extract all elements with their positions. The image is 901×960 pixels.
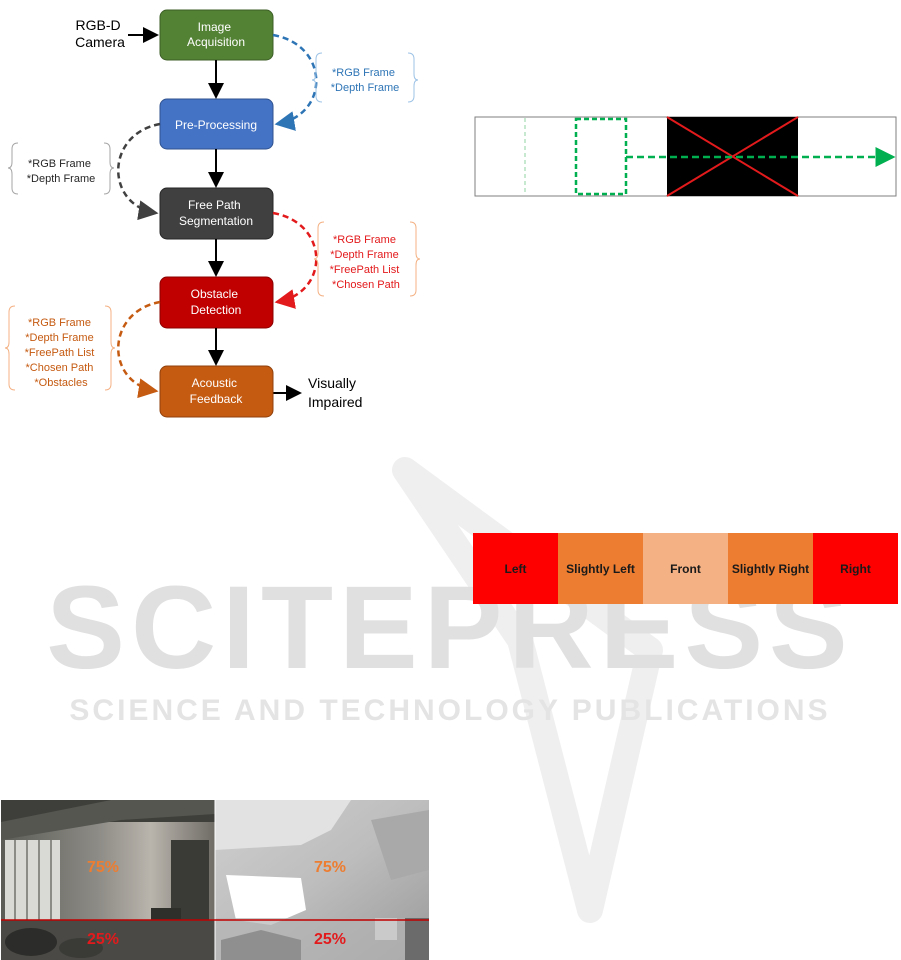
stage-label: Feedback (190, 392, 244, 406)
svg-text:*RGB Frame *Depth Frame: *RGB Frame *Depth Frame (27, 158, 95, 185)
svg-text:Pre-Processing: Pre-Processing (175, 118, 257, 132)
brace (103, 142, 115, 195)
svg-text:Image Acquisition: Image Acquisition (187, 20, 245, 49)
svg-text:Acoustic Feedback: Acoustic Feedback (190, 376, 244, 406)
zone-label: Right (840, 561, 871, 576)
stage-image-acquisition: Image Acquisition (159, 9, 274, 61)
annotation-detection-output: *RGB Frame *Depth Frame *FreePath List *… (4, 305, 116, 391)
zone-label: Slightly Right (731, 561, 810, 576)
zone-front: Front (643, 533, 728, 604)
annotation-item: *RGB Frame (28, 158, 91, 170)
sliding-window-diagram (474, 116, 897, 197)
stage-label: Detection (191, 303, 242, 317)
brace (104, 305, 116, 391)
input-label-line1: RGB-D (75, 17, 120, 33)
brace (313, 221, 325, 297)
stage-label: Acquisition (187, 35, 245, 49)
stage-free-path-segmentation: Free Path Segmentation (159, 187, 274, 240)
stage-obstacle-detection: Obstacle Detection (159, 276, 274, 329)
annotation-item: *RGB Frame (333, 234, 396, 246)
pipeline-flowchart: RGB-D Camera Visually Impaired Image Acq… (4, 9, 421, 418)
annotation-item: *RGB Frame (332, 67, 395, 79)
stage-acoustic-feedback: Acoustic Feedback (159, 365, 274, 418)
svg-text:*RGB Frame *Depth Frame: *RGB Frame *Depth Frame (331, 67, 399, 94)
zone-label: Front (670, 561, 701, 576)
brace (311, 52, 323, 103)
obstacle-cross (666, 116, 799, 197)
output-label-line2: Impaired (308, 394, 362, 410)
watermark-sub: SCIENCE AND TECHNOLOGY PUBLICATIONS (69, 694, 830, 727)
output-label: Visually Impaired (308, 375, 362, 410)
annotation-segmentation-output: *RGB Frame *Depth Frame *FreePath List *… (313, 221, 421, 297)
direction-zones: Left Slightly Left Front Slightly Right … (473, 533, 898, 604)
stage-label: Image (198, 20, 232, 34)
zone-right: Right (813, 533, 898, 604)
annotation-preprocessing-output: *RGB Frame *Depth Frame (7, 142, 115, 195)
stage-label: Obstacle (191, 287, 239, 301)
depth-frame (215, 800, 429, 960)
brace (7, 142, 19, 195)
annotation-item: *Depth Frame (27, 173, 95, 185)
dataflow-arc (272, 211, 318, 309)
brace (4, 305, 16, 391)
brace (409, 221, 421, 297)
stage-box (159, 365, 274, 418)
input-label-line2: Camera (75, 34, 125, 50)
zone-slightly-left: Slightly Left (558, 533, 643, 604)
annotation-acquisition-output: *RGB Frame *Depth Frame (311, 52, 419, 103)
dataflow-arc (272, 33, 318, 131)
brace (407, 52, 419, 103)
annotation-item: *Chosen Path (26, 362, 94, 374)
zone-slightly-right: Slightly Right (728, 533, 813, 604)
svg-text:Obstacle Detection: Obstacle Detection (191, 287, 242, 317)
annotation-item: *FreePath List (330, 264, 400, 276)
frame-images: 75% 75% 25% 25% (1, 800, 429, 960)
dataflow-arc (117, 122, 161, 221)
zone-label: Slightly Left (566, 561, 635, 576)
stage-pre-processing: Pre-Processing (159, 98, 274, 150)
stage-label: Segmentation (179, 214, 253, 228)
upper-pct-rgb: 75% (87, 859, 119, 876)
annotation-item: *Obstacles (34, 377, 88, 389)
annotation-item: *Chosen Path (332, 279, 400, 291)
annotation-item: *FreePath List (25, 347, 95, 359)
annotation-item: *Depth Frame (331, 82, 399, 94)
output-label-line1: Visually (308, 375, 356, 391)
svg-text:*RGB Frame *Depth Frame: *RGB Frame *Depth Frame *FreePath List *… (330, 234, 403, 291)
annotation-item: *RGB Frame (28, 317, 91, 329)
zone-left: Left (473, 533, 558, 604)
lower-pct-rgb: 25% (87, 931, 119, 948)
stage-label: Pre-Processing (175, 118, 257, 132)
zone-label: Left (504, 561, 527, 576)
sliding-window (574, 117, 628, 196)
upper-pct-depth: 75% (314, 859, 346, 876)
annotation-item: *Depth Frame (25, 332, 93, 344)
lower-pct-depth: 25% (314, 931, 346, 948)
frame-split-figure: 75% 75% 25% 25% (1, 800, 429, 960)
rgb-frame (1, 800, 215, 960)
stage-label: Acoustic (192, 376, 237, 390)
annotation-item: *Depth Frame (330, 249, 398, 261)
svg-text:Free Path Segmentation: Free Path Segmentation (179, 198, 253, 228)
dataflow-arc (117, 300, 161, 399)
input-label: RGB-D Camera (75, 17, 125, 50)
stage-label: Free Path (188, 198, 241, 212)
svg-text:*RGB Frame *Depth Frame: *RGB Frame *Depth Frame *FreePath List *… (25, 317, 98, 389)
